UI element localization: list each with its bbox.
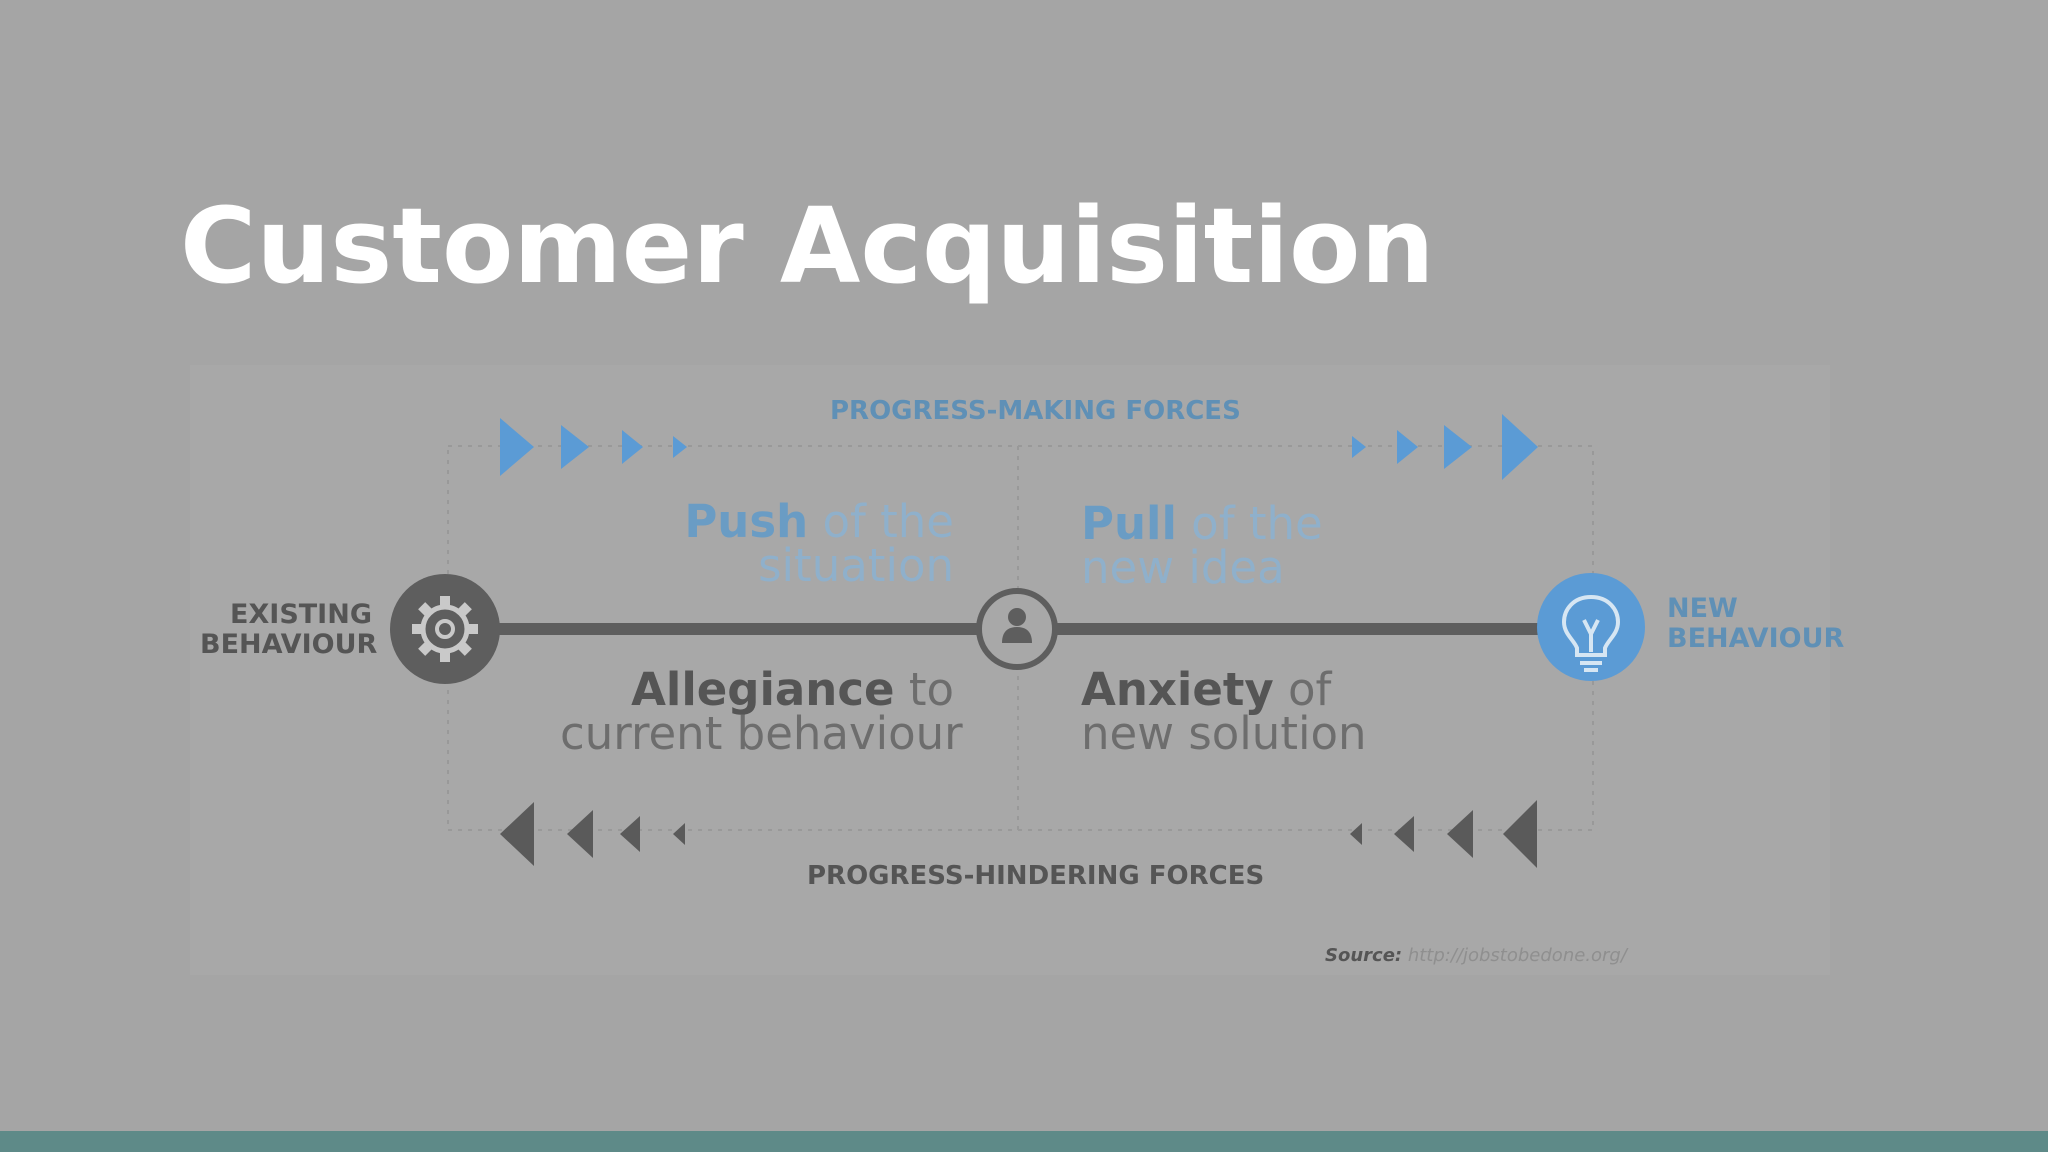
- progress-hindering-forces-label: PROGRESS-HINDERING FORCES: [807, 861, 1265, 891]
- pull-rest1: of the: [1176, 497, 1323, 550]
- bottom-accent-bar: [0, 1131, 2048, 1152]
- slide-title: Customer Acquisition: [180, 185, 1435, 307]
- arrow-right-icon: [500, 418, 534, 476]
- arrow-right-icon: [1502, 414, 1538, 480]
- arrow-right-icon: [1444, 425, 1472, 469]
- arrow-left-icon: [673, 823, 685, 845]
- new-behaviour-line2: BEHAVIOUR: [1667, 623, 1845, 654]
- arrow-left-icon: [567, 810, 593, 858]
- pull-rest2: new idea: [1081, 541, 1285, 594]
- anxiety-rest2: new solution: [1081, 707, 1367, 760]
- push-of-situation-text: Push of the situation: [680, 499, 954, 592]
- arrow-right-icon: [622, 430, 643, 464]
- anxiety-bold: Anxiety: [1081, 663, 1274, 716]
- arrow-right-icon: [561, 425, 589, 469]
- arrow-left-icon: [500, 802, 534, 866]
- pull-bold: Pull: [1081, 497, 1177, 550]
- allegiance-rest1: to: [894, 663, 954, 716]
- existing-behaviour-line1: EXISTING: [230, 599, 372, 630]
- anxiety-rest1: of: [1273, 663, 1332, 716]
- arrow-left-icon: [1350, 823, 1362, 845]
- arrow-left-icon: [620, 816, 640, 852]
- diagram-frame: [447, 445, 1594, 831]
- allegiance-text: Allegiance to current behaviour: [560, 667, 963, 760]
- arrow-right-icon: [1352, 436, 1366, 458]
- existing-behaviour-line2: BEHAVIOUR: [200, 629, 378, 660]
- source-citation: Source: http://jobstobedone.org/: [1325, 945, 1627, 966]
- arrow-right-icon: [1397, 430, 1418, 464]
- arrow-right-icon: [673, 436, 687, 458]
- progress-making-forces-label: PROGRESS-MAKING FORCES: [830, 396, 1241, 426]
- source-url-link[interactable]: http://jobstobedone.org/: [1407, 945, 1627, 966]
- pull-of-new-idea-text: Pull of the new idea: [1081, 501, 1323, 594]
- push-rest2: situation: [758, 539, 954, 592]
- allegiance-bold: Allegiance: [631, 663, 895, 716]
- new-behaviour-line1: NEW: [1667, 593, 1738, 624]
- source-label: Source:: [1325, 945, 1403, 966]
- person-icon: [1002, 608, 1032, 643]
- lightbulb-icon: [1561, 594, 1621, 672]
- anxiety-text: Anxiety of new solution: [1081, 667, 1367, 760]
- existing-behaviour-label: EXISTING BEHAVIOUR: [200, 599, 378, 660]
- new-behaviour-label: NEW BEHAVIOUR: [1667, 594, 1844, 654]
- allegiance-rest2: current behaviour: [560, 707, 963, 760]
- existing-behaviour-node: [390, 574, 500, 684]
- new-behaviour-node: [1537, 573, 1645, 681]
- customer-node: [976, 588, 1058, 670]
- push-bold: Push: [684, 495, 809, 548]
- arrow-left-icon: [1394, 816, 1414, 852]
- arrow-left-icon: [1503, 800, 1537, 868]
- arrow-left-icon: [1447, 810, 1473, 858]
- push-rest1: of the: [808, 495, 954, 548]
